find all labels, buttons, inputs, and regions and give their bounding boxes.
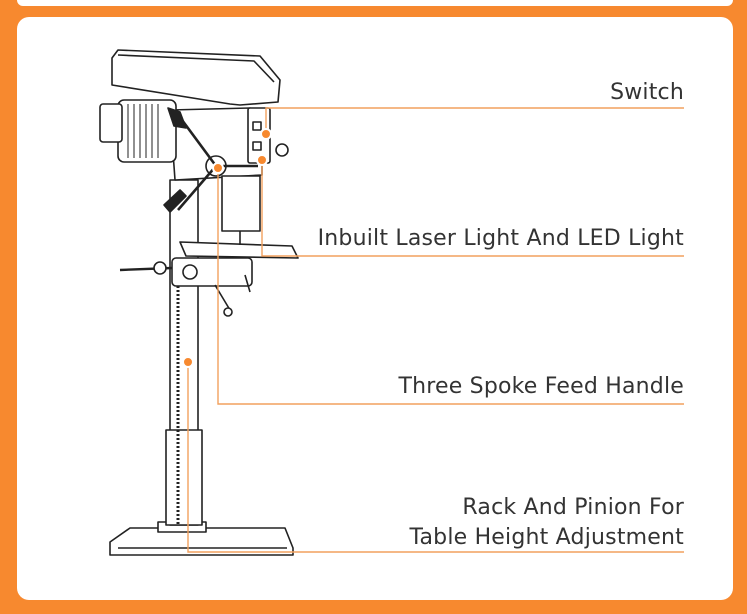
leader-rack <box>187 362 684 553</box>
switch-label: Switch <box>610 80 684 105</box>
feed-spoke <box>180 119 218 167</box>
rack-pinion-label-line1: Rack And Pinion For <box>462 495 684 520</box>
quill <box>221 175 261 232</box>
column-sleeve <box>165 429 203 526</box>
feed-handle-label: Three Spoke Feed Handle <box>398 374 684 399</box>
rack-pinion-label: Rack And Pinion For Table Height Adjustm… <box>409 493 684 553</box>
work-table <box>179 241 299 259</box>
marker-laser <box>256 154 268 166</box>
motor <box>117 99 177 163</box>
top-frame-strip <box>17 0 733 6</box>
feed-grip <box>163 189 187 213</box>
leader-feed <box>217 168 684 405</box>
motor-cap <box>99 103 123 143</box>
laser-light-label: Inbuilt Laser Light And LED Light <box>317 226 684 251</box>
rack-pinion-label-line2: Table Height Adjustment <box>409 525 684 550</box>
marker-feed <box>212 162 224 174</box>
leader-switch <box>265 107 684 134</box>
marker-switch <box>260 128 272 140</box>
leader-laser <box>261 160 684 257</box>
marker-rack <box>182 356 194 368</box>
